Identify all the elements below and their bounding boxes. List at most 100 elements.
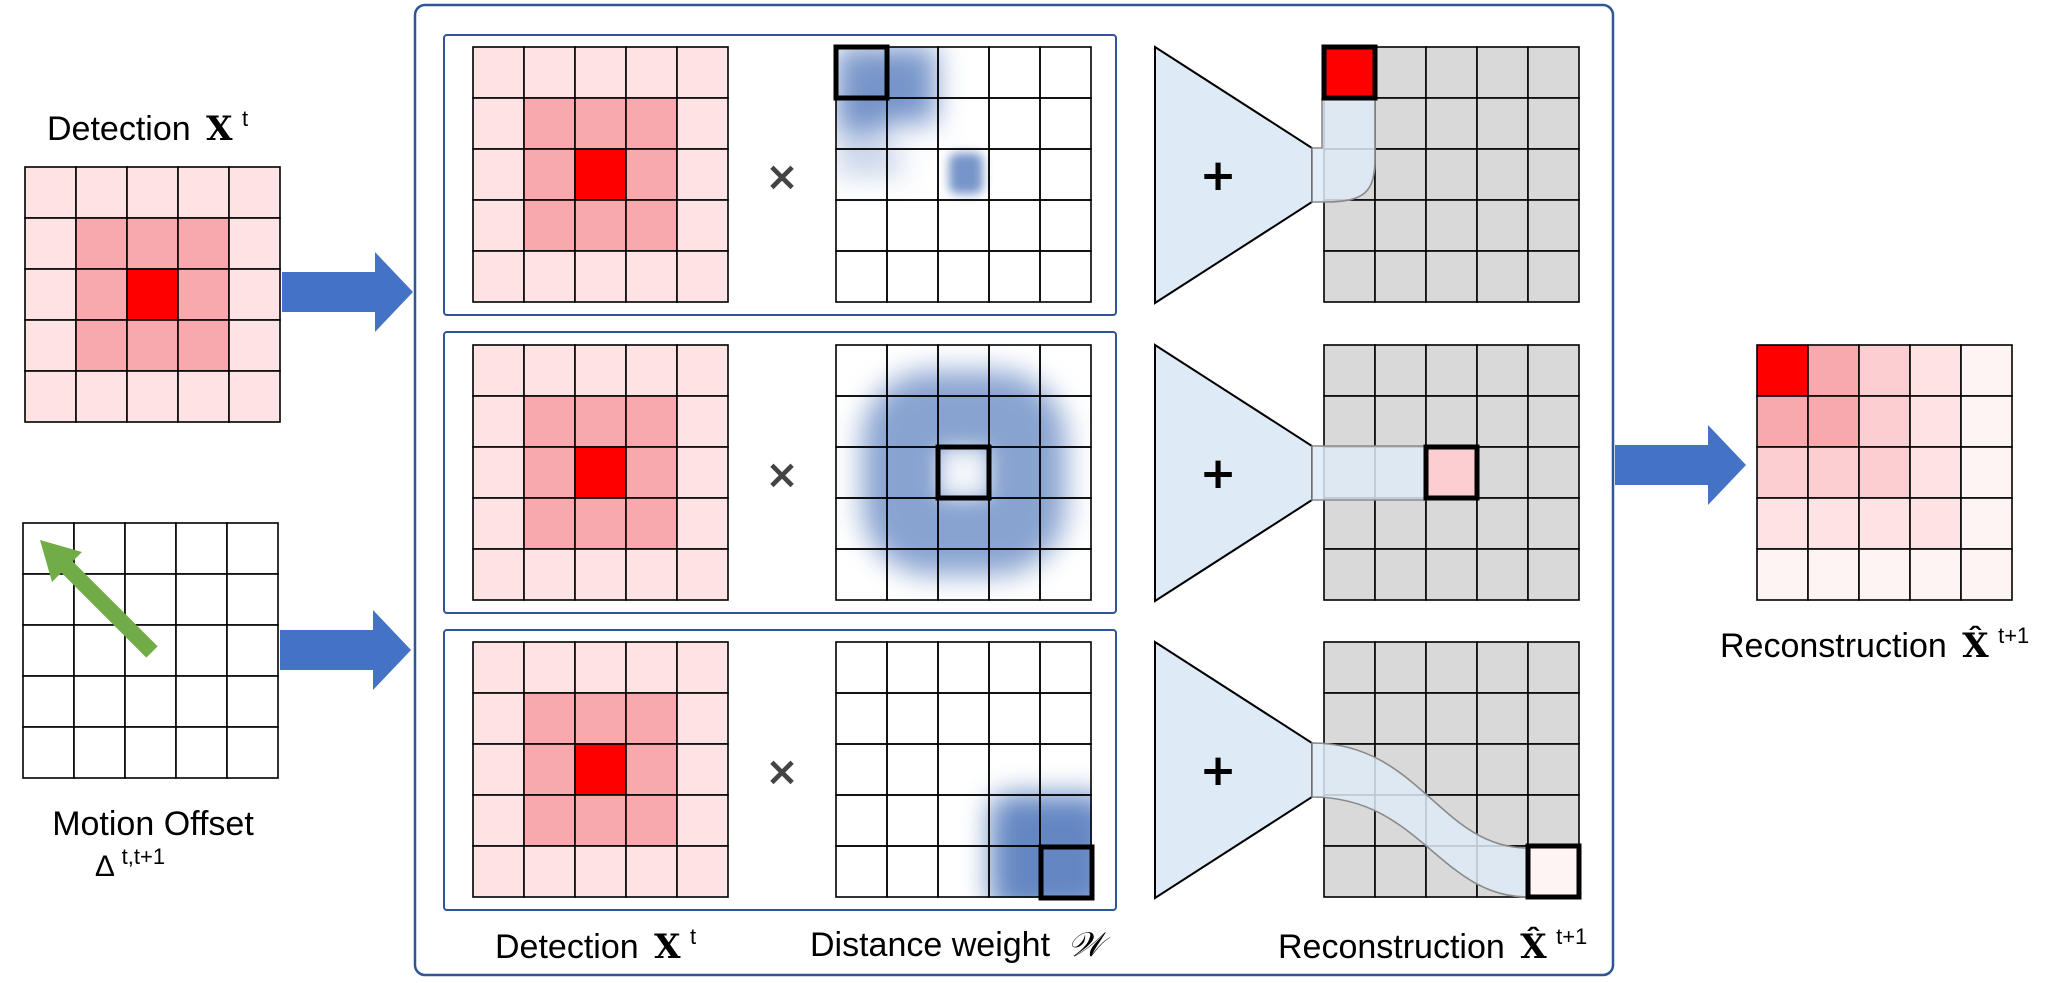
grid-cell xyxy=(574,497,627,550)
weight-highlight-cell xyxy=(935,444,992,501)
grid-cell xyxy=(1858,344,1911,397)
multiply-sign: × xyxy=(765,452,799,498)
grid-cell xyxy=(1527,743,1580,796)
left-detection-label: Detection X t xyxy=(47,106,248,149)
grid-cell xyxy=(676,641,729,694)
grid-cell xyxy=(1425,395,1478,448)
grid-cell xyxy=(177,268,230,321)
right-reconstruction-heatmap xyxy=(1756,344,2013,601)
grid-cell xyxy=(472,497,525,550)
row-detection-heatmap xyxy=(472,641,729,898)
grid-cell xyxy=(1425,641,1478,694)
grid-cell xyxy=(625,845,678,898)
grid-cell xyxy=(175,726,228,779)
grid-cell xyxy=(1323,845,1376,898)
sum-funnel xyxy=(1154,640,1582,900)
grid-cell xyxy=(228,370,281,423)
grid-cell xyxy=(73,675,126,728)
grid-cell xyxy=(472,344,525,397)
grid-cell xyxy=(1425,250,1478,303)
grid-cell xyxy=(1527,97,1580,150)
grid-cell xyxy=(1476,497,1529,550)
grid-cell xyxy=(1323,497,1376,550)
grid-cell xyxy=(1425,199,1478,252)
grid-cell xyxy=(1527,794,1580,847)
grid-cell xyxy=(1858,446,1911,499)
grid-cell xyxy=(22,726,75,779)
grid-cell xyxy=(228,319,281,372)
grid-cell xyxy=(1527,548,1580,601)
grid-cell xyxy=(625,148,678,201)
weight-highlight-cell xyxy=(833,44,890,101)
grid-cell xyxy=(1425,97,1478,150)
grid-cell xyxy=(1374,845,1427,898)
grid-cell xyxy=(625,794,678,847)
grid-cell xyxy=(1323,344,1376,397)
grid-cell xyxy=(1858,497,1911,550)
grid-cell xyxy=(24,319,77,372)
motion-offset-label: Motion Offset xyxy=(52,805,254,843)
bottom-reconstruction-label: Reconstruction X̂ t+1 xyxy=(1278,924,1587,967)
grid-cell xyxy=(523,548,576,601)
grid-cell xyxy=(126,370,179,423)
grid-cell xyxy=(75,319,128,372)
grid-cell xyxy=(1909,344,1962,397)
grid-cell xyxy=(1960,344,2013,397)
grid-cell xyxy=(1527,395,1580,448)
grid-cell xyxy=(1323,250,1376,303)
grid-cell xyxy=(676,97,729,150)
grid-cell xyxy=(24,268,77,321)
grid-cell xyxy=(523,344,576,397)
grid-cell xyxy=(1527,497,1580,550)
grid-cell xyxy=(22,624,75,677)
grid-cell xyxy=(226,726,279,779)
sub-panel-middle xyxy=(443,331,1117,614)
grid-cell xyxy=(75,370,128,423)
grid-cell xyxy=(1807,344,1860,397)
grid-cell xyxy=(625,692,678,745)
grid-cell xyxy=(73,726,126,779)
plus-sign: + xyxy=(1200,448,1237,499)
grid-cell xyxy=(1039,548,1092,601)
reconstruction-target-cell xyxy=(1423,444,1480,501)
distance-weight-grid-bottom xyxy=(835,641,1095,901)
grid-cell xyxy=(1527,692,1580,745)
grid-cell xyxy=(177,166,230,219)
grid-cell xyxy=(1476,692,1529,745)
grid-cell xyxy=(676,794,729,847)
grid-cell xyxy=(1858,395,1911,448)
input-arrow-detection-icon xyxy=(282,252,413,332)
grid-cell xyxy=(523,743,576,796)
grid-cell xyxy=(574,395,627,448)
grid-cell xyxy=(523,794,576,847)
grid-cell xyxy=(574,743,627,796)
grid-cell xyxy=(177,370,230,423)
grid-cell xyxy=(1756,497,1809,550)
grid-cell xyxy=(676,46,729,99)
grid-cell xyxy=(472,743,525,796)
grid-cell xyxy=(625,743,678,796)
grid-cell xyxy=(523,250,576,303)
grid-cell xyxy=(126,166,179,219)
grid-cell xyxy=(1807,497,1860,550)
grid-cell xyxy=(574,97,627,150)
grid-cell xyxy=(1323,641,1376,694)
motion-offset-arrowhead-icon xyxy=(40,540,82,582)
grid-cell xyxy=(1476,250,1529,303)
grid-cell xyxy=(228,268,281,321)
grid-cell xyxy=(1960,548,2013,601)
sum-funnel xyxy=(1154,44,1580,305)
grid-cell xyxy=(1323,548,1376,601)
grid-cell xyxy=(523,497,576,550)
grid-cell xyxy=(472,97,525,150)
grid-cell xyxy=(24,217,77,270)
grid-cell xyxy=(472,692,525,745)
grid-cell xyxy=(1425,743,1478,796)
grid-cell xyxy=(574,845,627,898)
grid-cell xyxy=(625,395,678,448)
grid-cell xyxy=(1858,548,1911,601)
grid-cell xyxy=(75,268,128,321)
grid-cell xyxy=(228,217,281,270)
grid-cell xyxy=(1374,497,1427,550)
